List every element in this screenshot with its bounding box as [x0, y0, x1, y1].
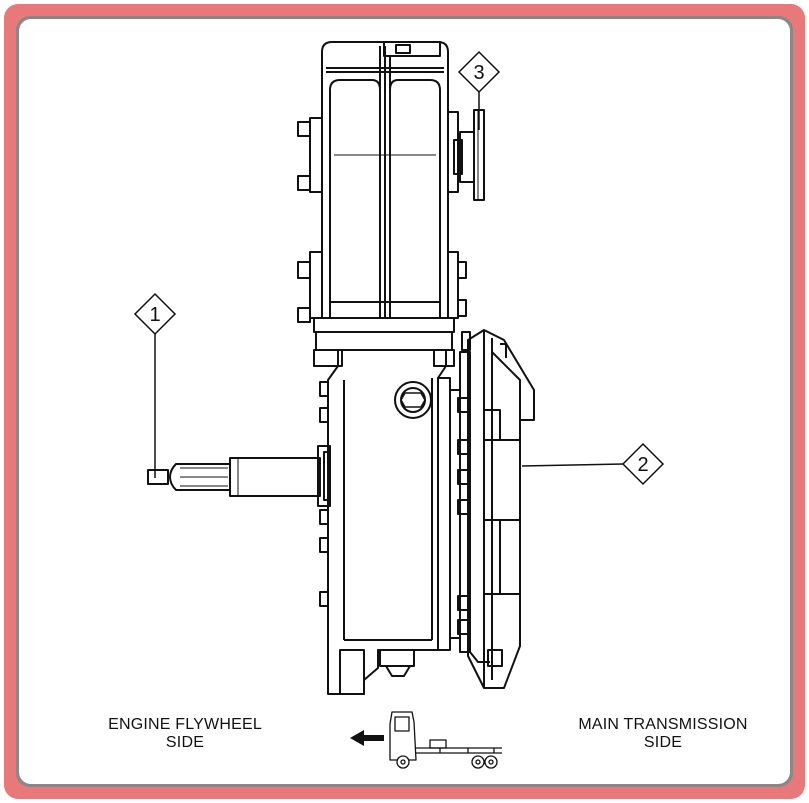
callout-1-number: 1: [149, 304, 160, 326]
input-shaft-spline: [169, 463, 230, 491]
callout-3-number: 3: [473, 62, 484, 84]
lower-housing-outline: [327, 349, 447, 695]
arrow-left-icon: [350, 730, 384, 746]
frame-inner: [19, 19, 790, 784]
oil-plug: [394, 381, 432, 419]
callout-2-number: 2: [637, 454, 648, 476]
callout-3: 3: [457, 50, 501, 130]
shaft-key: [147, 469, 169, 485]
pto-drawing: [147, 41, 535, 695]
callout-2: 2: [521, 442, 665, 486]
caption-left-line-2: SIDE: [165, 734, 205, 751]
main-transmission-side-caption: MAIN TRANSMISSION SIDE: [528, 716, 798, 752]
caption-left-line-1: ENGINE FLYWHEEL: [108, 716, 262, 733]
input-shaft: [229, 457, 321, 497]
truck-icon: [389, 711, 502, 769]
caption-right-line-2: SIDE: [643, 734, 683, 751]
caption-right-line-1: MAIN TRANSMISSION: [578, 716, 748, 733]
callout-1: 1: [133, 292, 177, 478]
engine-flywheel-side-caption: ENGINE FLYWHEEL SIDE: [60, 716, 310, 752]
